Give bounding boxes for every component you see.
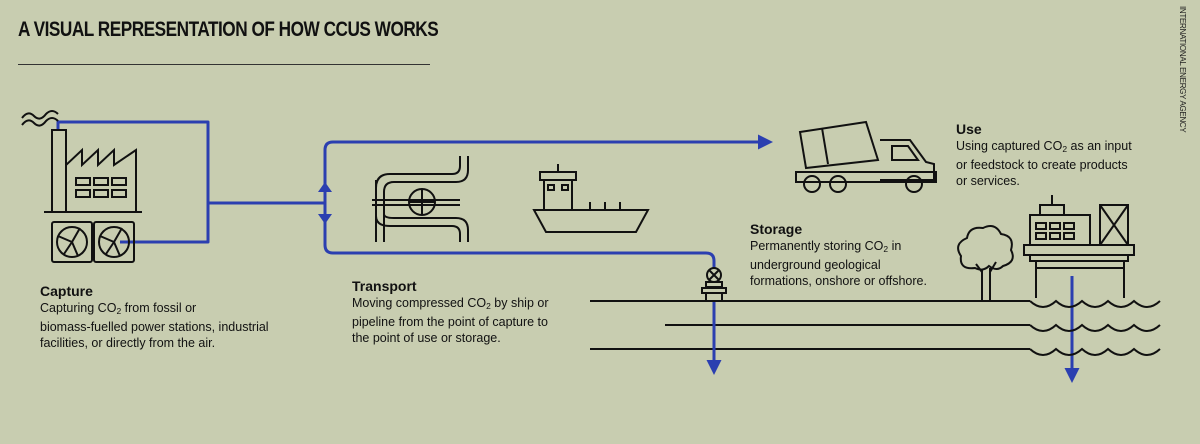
use-description-line: or services. bbox=[956, 173, 1132, 189]
text-fragment: Permanently storing CO bbox=[750, 239, 884, 253]
page-title: A VISUAL REPRESENTATION OF HOW CCUS WORK… bbox=[18, 18, 439, 41]
text-fragment: pipeline from the point of capture to bbox=[352, 315, 548, 329]
waves-icon bbox=[1029, 299, 1161, 356]
text-fragment: or services. bbox=[956, 174, 1020, 188]
storage-heading: Storage bbox=[750, 221, 803, 237]
transport-section: Transport Moving compressed CO2 by ship … bbox=[352, 278, 548, 346]
text-fragment: Using captured CO bbox=[956, 139, 1063, 153]
credit-label: INTERNATIONAL ENERGY AGENCY bbox=[1178, 6, 1187, 133]
text-fragment: from fossil or bbox=[121, 301, 197, 315]
capture-description-line: Capturing CO2 from fossil or bbox=[40, 300, 269, 319]
text-fragment: 2 bbox=[1062, 144, 1068, 154]
text-fragment: 2 bbox=[883, 244, 889, 254]
tree-icon bbox=[957, 225, 1014, 300]
text-fragment: as an input bbox=[1067, 139, 1132, 153]
offshore-platform-icon bbox=[1023, 195, 1135, 298]
use-description-line: or feedstock to create products bbox=[956, 157, 1132, 173]
ship-icon bbox=[532, 164, 650, 233]
transport-heading: Transport bbox=[352, 278, 417, 294]
text-fragment: 2 bbox=[116, 306, 122, 316]
transport-description-line: Moving compressed CO2 by ship or bbox=[352, 295, 548, 314]
factory-icon bbox=[21, 110, 142, 213]
text-fragment: the point of use or storage. bbox=[352, 331, 501, 345]
valve-icon bbox=[701, 267, 727, 302]
capture-description-line: biomass-fuelled power stations, industri… bbox=[40, 319, 269, 335]
ground-lines bbox=[590, 300, 1030, 350]
text-fragment: formations, onshore or offshore. bbox=[750, 274, 927, 288]
use-description-line: Using captured CO2 as an input bbox=[956, 138, 1132, 157]
text-fragment: biomass-fuelled power stations, industri… bbox=[40, 320, 269, 334]
text-fragment: or feedstock to create products bbox=[956, 158, 1128, 172]
fan-icon bbox=[51, 221, 135, 263]
use-heading: Use bbox=[956, 121, 982, 137]
capture-heading: Capture bbox=[40, 283, 93, 299]
title-rule bbox=[18, 64, 430, 65]
text-fragment: 2 bbox=[486, 301, 491, 311]
text-fragment: in bbox=[888, 239, 902, 253]
transport-description-line: pipeline from the point of capture to bbox=[352, 314, 548, 330]
text-fragment: by ship or bbox=[490, 296, 549, 310]
co2-flow-lines bbox=[56, 120, 1080, 383]
text-fragment: underground geological bbox=[750, 258, 881, 272]
text-fragment: facilities, or directly from the air. bbox=[40, 336, 216, 350]
storage-description-line: underground geological bbox=[750, 257, 927, 273]
pipeline-icon bbox=[372, 156, 469, 242]
storage-description-line: formations, onshore or offshore. bbox=[750, 273, 927, 289]
cement-truck-icon bbox=[795, 120, 937, 193]
text-fragment: Moving compressed CO bbox=[352, 296, 487, 310]
text-fragment: Capturing CO bbox=[40, 301, 117, 315]
transport-description-line: the point of use or storage. bbox=[352, 330, 548, 346]
storage-description-line: Permanently storing CO2 in bbox=[750, 238, 927, 257]
capture-description-line: facilities, or directly from the air. bbox=[40, 335, 269, 351]
